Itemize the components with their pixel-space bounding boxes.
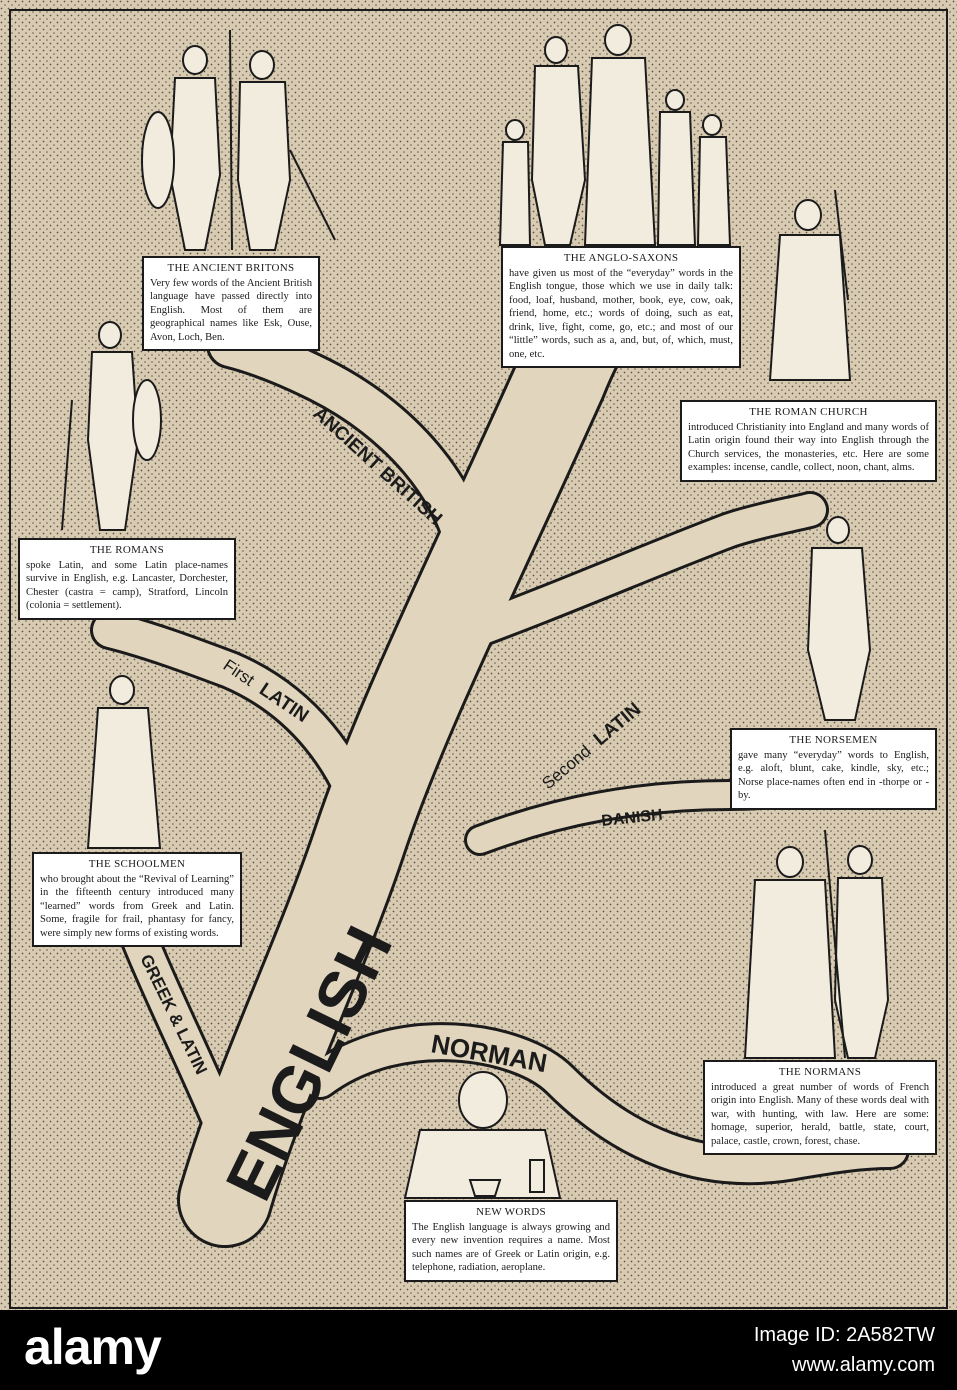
danish-label: DANISH xyxy=(601,807,664,830)
greek-latin-branch xyxy=(123,923,237,1137)
anglo-saxons-title: THE ANGLO-SAXONS xyxy=(563,252,679,264)
schoolman-figure xyxy=(86,675,162,849)
ancient-britons-title: THE ANCIENT BRITONS xyxy=(167,262,295,274)
second-latin-branch xyxy=(434,494,826,656)
anglo-saxons-figures xyxy=(498,24,732,246)
poster-border xyxy=(9,9,948,1309)
site-url: www.alamy.com xyxy=(792,1354,935,1376)
norsemen-title: THE NORSEMEN xyxy=(789,734,878,746)
ancient-british-branch xyxy=(209,324,491,581)
roman-church-figure xyxy=(768,189,852,381)
first-latin-branch xyxy=(93,613,387,857)
romans-title: THE ROMANS xyxy=(89,544,165,556)
normans-text: introduced a great number of words of Fr… xyxy=(711,1081,929,1147)
image-id: Image ID: 2A582TW xyxy=(753,1324,935,1346)
roman-church-text: introduced Christianity into England and… xyxy=(688,421,929,474)
norsemen-box: THE NORSEMEN gave many “everyday” words … xyxy=(730,728,937,810)
romans-box: THE ROMANS spoke Latin, and some Latin p… xyxy=(18,538,236,620)
anglo-saxons-box: THE ANGLO-SAXONS have given us most of t… xyxy=(501,246,741,369)
normans-title: THE NORMANS xyxy=(778,1066,862,1078)
romans-text: spoke Latin, and some Latin place-names … xyxy=(26,559,228,612)
normans-figures xyxy=(743,829,890,1059)
new-words-text: The English language is always growing a… xyxy=(412,1221,610,1274)
watermark-footer: alamy Image ID: 2A582TW www.alamy.com xyxy=(0,1310,957,1390)
schoolmen-box: THE SCHOOLMEN who brought about the “Rev… xyxy=(32,852,242,948)
alamy-logo: alamy xyxy=(24,1319,162,1375)
norseman-figure xyxy=(806,516,872,721)
roman-church-box: THE ROMAN CHURCH introduced Christianity… xyxy=(680,400,937,482)
anglo-saxons-text: have given us most of the “everyday” wor… xyxy=(509,267,733,360)
ancient-britons-box: THE ANCIENT BRITONS Very few words of th… xyxy=(142,256,320,352)
ancient-britons-figures xyxy=(141,29,336,251)
ancient-britons-text: Very few words of the Ancient British la… xyxy=(150,277,312,343)
norman-branch xyxy=(303,1025,907,1183)
new-words-title: NEW WORDS xyxy=(476,1206,546,1218)
schoolmen-title: THE SCHOOLMEN xyxy=(88,858,186,870)
normans-box: THE NORMANS introduced a great number of… xyxy=(703,1060,937,1156)
new-words-box: NEW WORDS The English language is always… xyxy=(404,1200,618,1282)
roman-figure xyxy=(61,321,162,531)
scientist-figure xyxy=(403,1071,562,1199)
roman-church-title: THE ROMAN CHURCH xyxy=(749,406,868,418)
norsemen-text: gave many “everyday” words to English, e… xyxy=(738,749,929,802)
schoolmen-text: who brought about the “Revival of Learni… xyxy=(40,873,234,939)
